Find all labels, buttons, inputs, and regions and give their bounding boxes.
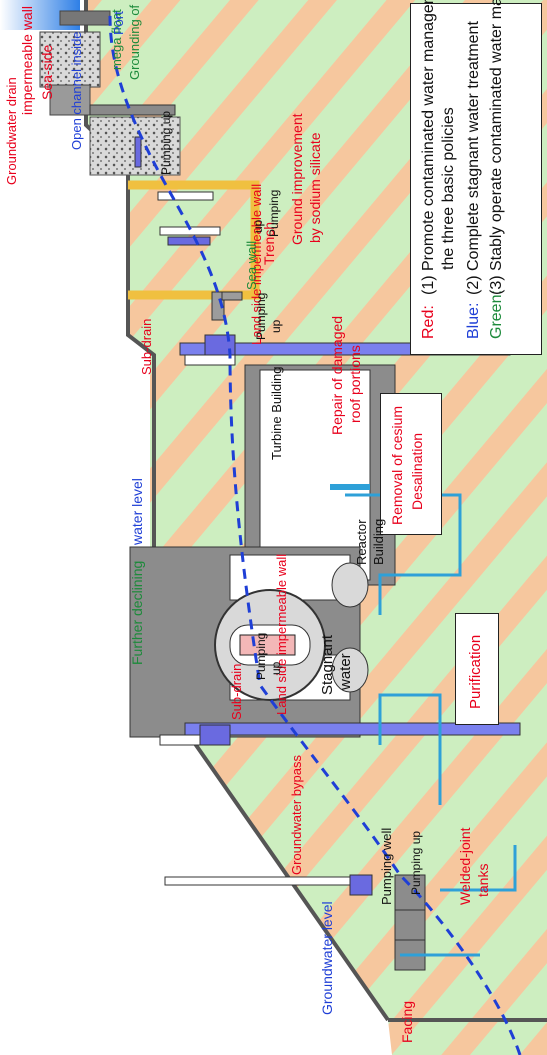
groundwater-drain-label: Groundwater drain [4, 77, 19, 185]
legend-red-key: Red: [420, 305, 437, 339]
open-channel-label: Open channel inside [69, 31, 84, 150]
pumping-label-left: Pumping [254, 632, 268, 680]
legend-green-key: Green: [488, 290, 505, 339]
ground-improvement-label-1: Ground improvement [289, 113, 305, 245]
sea-wall-label: Sea wall [244, 240, 259, 290]
welded-label-1: Welded-joint [457, 827, 473, 905]
pumping-up-label-left: Pumping up [409, 830, 423, 895]
pumping-label-sea: Pumping [267, 189, 281, 237]
reactor-label-1: Reactor [354, 519, 369, 565]
turbine-label: Turbine Building [269, 366, 284, 460]
land-side-wall-label-left: Land side impermeable wall [274, 553, 289, 715]
tanks [394, 874, 426, 971]
legend-red-text-2: the three basic policies [440, 107, 457, 270]
grounding-label-1: Grounding of [127, 4, 142, 80]
stagnant-label-2: water [337, 653, 354, 690]
sea-side-label-1: Sea-side [39, 44, 55, 100]
repair-label-2: roof portions [347, 345, 363, 423]
up-label-right: up [269, 319, 283, 333]
bypass-well [164, 876, 366, 886]
pumping-well-label: Pumping well [379, 827, 394, 905]
groundwater-bypass-label: Groundwater bypass [289, 755, 304, 875]
up-label-left: up [269, 661, 283, 675]
reactor-label-2: Building [371, 518, 386, 565]
removal-label-1: Removal of cesium [389, 405, 405, 525]
process-pipes [345, 493, 517, 957]
legend-green-text: (3) Stably operate contaminated water ma… [488, 0, 505, 295]
groundwater-level-label: Groundwater level [319, 901, 335, 1015]
legend-red-text-1: (1) Promote contaminated water managemen… [420, 0, 437, 295]
further-declining-label-1: Further declining [129, 560, 145, 665]
repair-label-1: Repair of damaged [329, 315, 345, 435]
welded-label-2: tanks [475, 863, 491, 897]
facing-label: Facing [399, 1000, 415, 1043]
legend-blue-key: Blue: [465, 302, 482, 339]
pumping-label-right: Pumping [254, 292, 268, 340]
further-declining-label-2: water level [129, 478, 145, 545]
trench [128, 180, 260, 300]
up-label-sea: up [251, 219, 265, 233]
sub-drain-label-left: Sub-drain [229, 663, 244, 720]
land-side-wall-left [184, 722, 521, 736]
legend-blue-text: (2) Complete stagnant water treatment [465, 21, 482, 295]
ground-improvement-label-2: by sodium silicate [307, 132, 323, 244]
purification-label: Purification [467, 634, 484, 709]
sea-side-label-2: impermeable wall [19, 6, 35, 115]
port-label: Port [111, 11, 126, 35]
stagnant-label-1: Stagnant [319, 634, 336, 695]
sub-drain-label-right: Sub-drain [139, 318, 154, 375]
pumping-up-label-sea: Pumping up [159, 110, 173, 175]
removal-label-2: Desalination [409, 432, 425, 510]
